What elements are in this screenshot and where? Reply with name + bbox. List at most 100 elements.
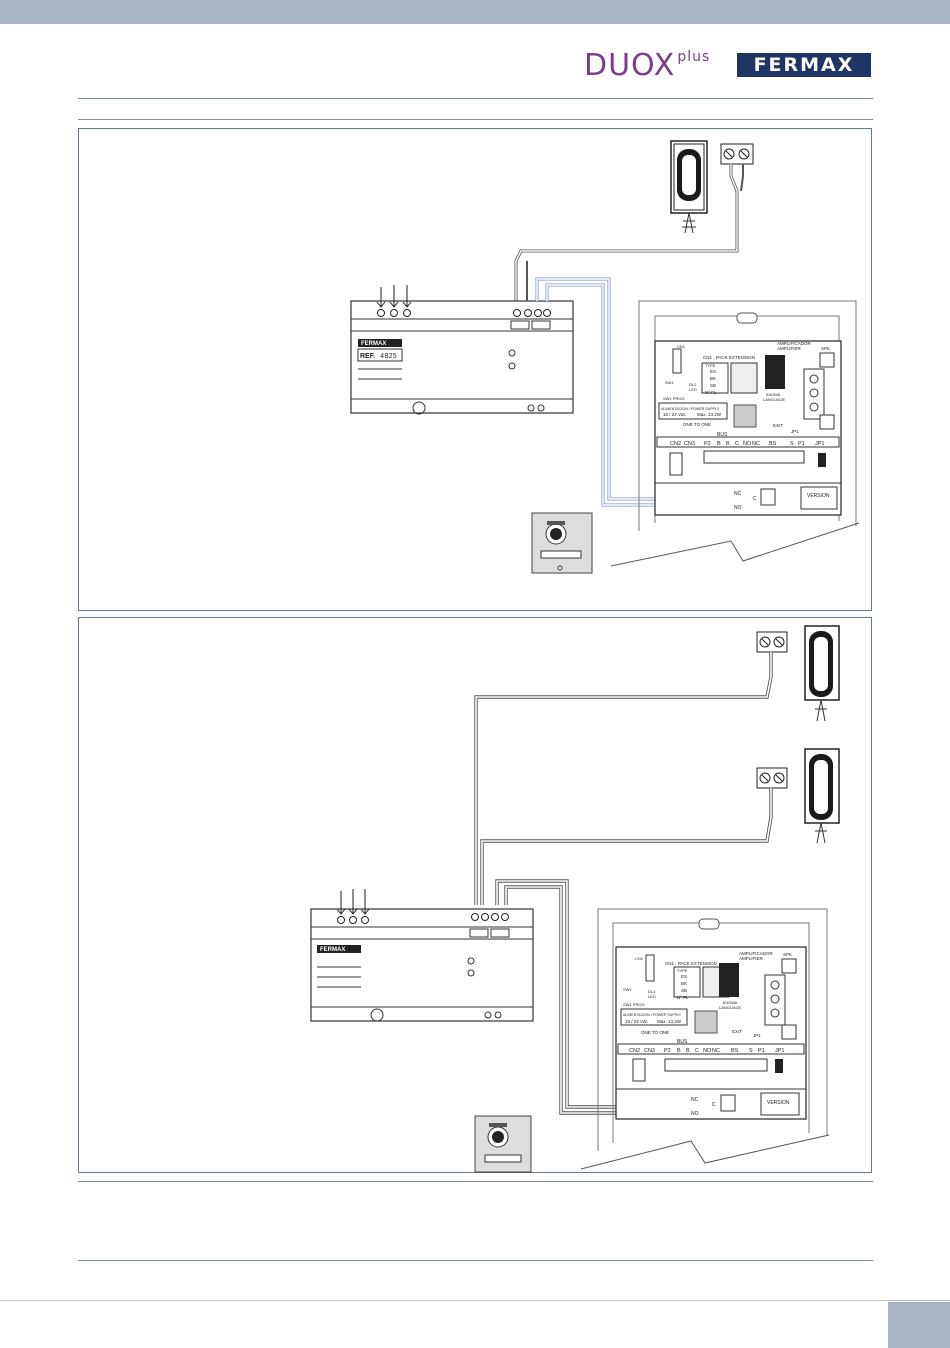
handset-connector <box>514 143 754 301</box>
wall-panel-outline-2 <box>580 908 830 1170</box>
module2-power-label: ALIMENTACION / POWER SUPPLY <box>623 1013 682 1017</box>
plus-logo-text: plus <box>677 49 711 65</box>
module-amplifier-en-label: AMPLIFIER <box>777 346 802 351</box>
terminal2-s: S <box>749 1048 753 1054</box>
wiring-diagram-2: FERMAX AMPLIFICADOR AMPLIFIER SPK CN1 CN… <box>310 625 840 1173</box>
module2-bus-label: BUS <box>677 1039 688 1045</box>
module2-led-label: LED <box>648 994 656 999</box>
psu2-brand-label: FERMAX <box>320 947 345 953</box>
module-version-label: VERSION <box>807 493 830 499</box>
bus-wire-2 <box>474 652 773 1115</box>
telephone-handset-1 <box>804 625 840 722</box>
module-pack-label: CN1 : PACK EXTENSION <box>703 355 755 360</box>
terminal2-cn2: CN2 <box>629 1048 640 1054</box>
terminal-c: C <box>735 441 739 447</box>
wiring-diagram-1: FERMAX REF. 4825 AMPLIFICAD <box>350 140 860 574</box>
module-opt-es: ES <box>710 369 716 374</box>
telephone-handset-2 <box>804 748 840 844</box>
terminal2-bs: BS <box>731 1048 739 1054</box>
page-bottom-line <box>0 1300 950 1301</box>
module-bus-label: BUS <box>717 432 728 438</box>
module2-one-to-one-label: ONE TO ONE <box>641 1030 669 1035</box>
module-no-label: NO <box>734 505 742 511</box>
footer-divider <box>78 1181 873 1182</box>
module-opt-nfl: Nº FL <box>705 390 717 395</box>
module2-opt-bk: BK <box>681 981 687 986</box>
module-jp1-label: JP1 <box>791 429 799 434</box>
fermax-logo: FERMAX <box>737 53 871 77</box>
door-entry-panel <box>531 512 593 574</box>
module2-cn1-label: CN1 <box>635 956 644 961</box>
module-prog-label: SW1 PROG <box>663 396 685 401</box>
diagram-panel-2: FERMAX AMPLIFICADOR AMPLIFIER SPK CN1 CN… <box>78 617 872 1173</box>
terminal-bs: BS <box>769 441 777 447</box>
terminal2-p2: P2 <box>664 1048 671 1054</box>
duox-logo-text: DUOX <box>584 48 676 83</box>
terminal-b-1: B <box>717 441 721 447</box>
module2-idioma-label: IDIOMA <box>723 1000 738 1005</box>
terminal2-b-2: B <box>686 1048 690 1054</box>
module2-terminal-row <box>617 1043 805 1055</box>
terminal2-cn3: CN3 <box>644 1048 655 1054</box>
terminal-b-2: B <box>726 441 730 447</box>
module2-opt-es: ES <box>681 974 687 979</box>
terminal2-no: NO <box>703 1048 712 1054</box>
module2-c-label: C <box>712 1102 716 1108</box>
diagram-panel-1: FERMAX REF. 4825 AMPLIFICAD <box>78 128 872 611</box>
module-cn1-label: CN1 <box>677 344 686 349</box>
handset-connector-2 <box>756 767 788 789</box>
module2-amplifier-en-label: AMPLIFIER <box>739 956 764 961</box>
module-power-label: ALIMENTACION / POWER SUPPLY <box>661 407 720 411</box>
terminal2-p1: P1 <box>758 1048 765 1054</box>
module-idioma-label: IDIOMA <box>766 392 781 397</box>
page-number-tab <box>888 1302 950 1348</box>
module2-opt-sb: SB <box>681 988 687 993</box>
terminal-no: NO <box>743 441 752 447</box>
module2-opt-nfl: Nº FL <box>677 995 689 1000</box>
module-jp1-terminal: JP1 <box>815 441 824 447</box>
module-amplifier-label: AMPLIFICADOR <box>777 341 812 346</box>
door-entry-panel-2 <box>474 1115 532 1173</box>
module2-sw1-label: SW1 <box>623 987 632 992</box>
footer-divider-2 <box>78 1260 873 1261</box>
audio-module-board-2 <box>615 946 807 1120</box>
module2-spk-label: SPK <box>783 952 792 957</box>
module-sw1-label: SW1 <box>665 380 674 385</box>
module2-jp1-label: JP1 <box>753 1033 761 1038</box>
module-max-label: Max. 13,2W <box>697 412 722 417</box>
module2-prog-label: SW1 PROG <box>623 1002 645 1007</box>
module2-voltage-label: 18 / 24 Vdc <box>625 1019 649 1024</box>
terminal-p1: P1 <box>798 441 805 447</box>
telephone-handset <box>670 140 708 234</box>
module-exit-label: EXIT <box>773 423 783 428</box>
module-opt-bk: BK <box>710 376 716 381</box>
terminal-p2: P2 <box>704 441 711 447</box>
terminal2-b-1: B <box>677 1048 681 1054</box>
psu-brand-label: FERMAX <box>361 341 386 347</box>
power-supply-unit <box>350 285 574 415</box>
module2-amplifier-label: AMPLIFICADOR <box>739 951 774 956</box>
module-nc-label: NC <box>734 491 742 497</box>
module-led-label: LED <box>689 387 697 392</box>
psu-ref-number: 4825 <box>380 353 397 361</box>
module-one-to-one-label: ONE TO ONE <box>683 422 711 427</box>
module-language-label: LANGUAGE <box>763 397 786 402</box>
module2-max-label: Max. 13,2W <box>657 1019 682 1024</box>
module2-exit-label: EXIT <box>732 1029 742 1034</box>
module-type-label: TYPE <box>705 363 716 368</box>
module2-nc-label: NC <box>691 1097 699 1103</box>
module2-version-label: VERSION <box>767 1100 790 1106</box>
handset-connector-1 <box>756 631 788 653</box>
audio-module-board <box>654 340 842 516</box>
module2-language-label: LANGUAGE <box>719 1005 742 1010</box>
module-c-label: C <box>753 496 757 502</box>
header-divider-2 <box>78 119 873 120</box>
module-voltage-label: 18 / 24 Vdc <box>663 412 687 417</box>
power-supply-unit-2 <box>310 889 534 1022</box>
module2-type-label: TYPE <box>677 968 688 973</box>
module-dl2-label: DL2 <box>689 382 697 387</box>
module-opt-sb: SB <box>710 383 716 388</box>
terminal2-nc: NC <box>712 1048 720 1054</box>
terminal-cn2: CN2 <box>670 441 681 447</box>
